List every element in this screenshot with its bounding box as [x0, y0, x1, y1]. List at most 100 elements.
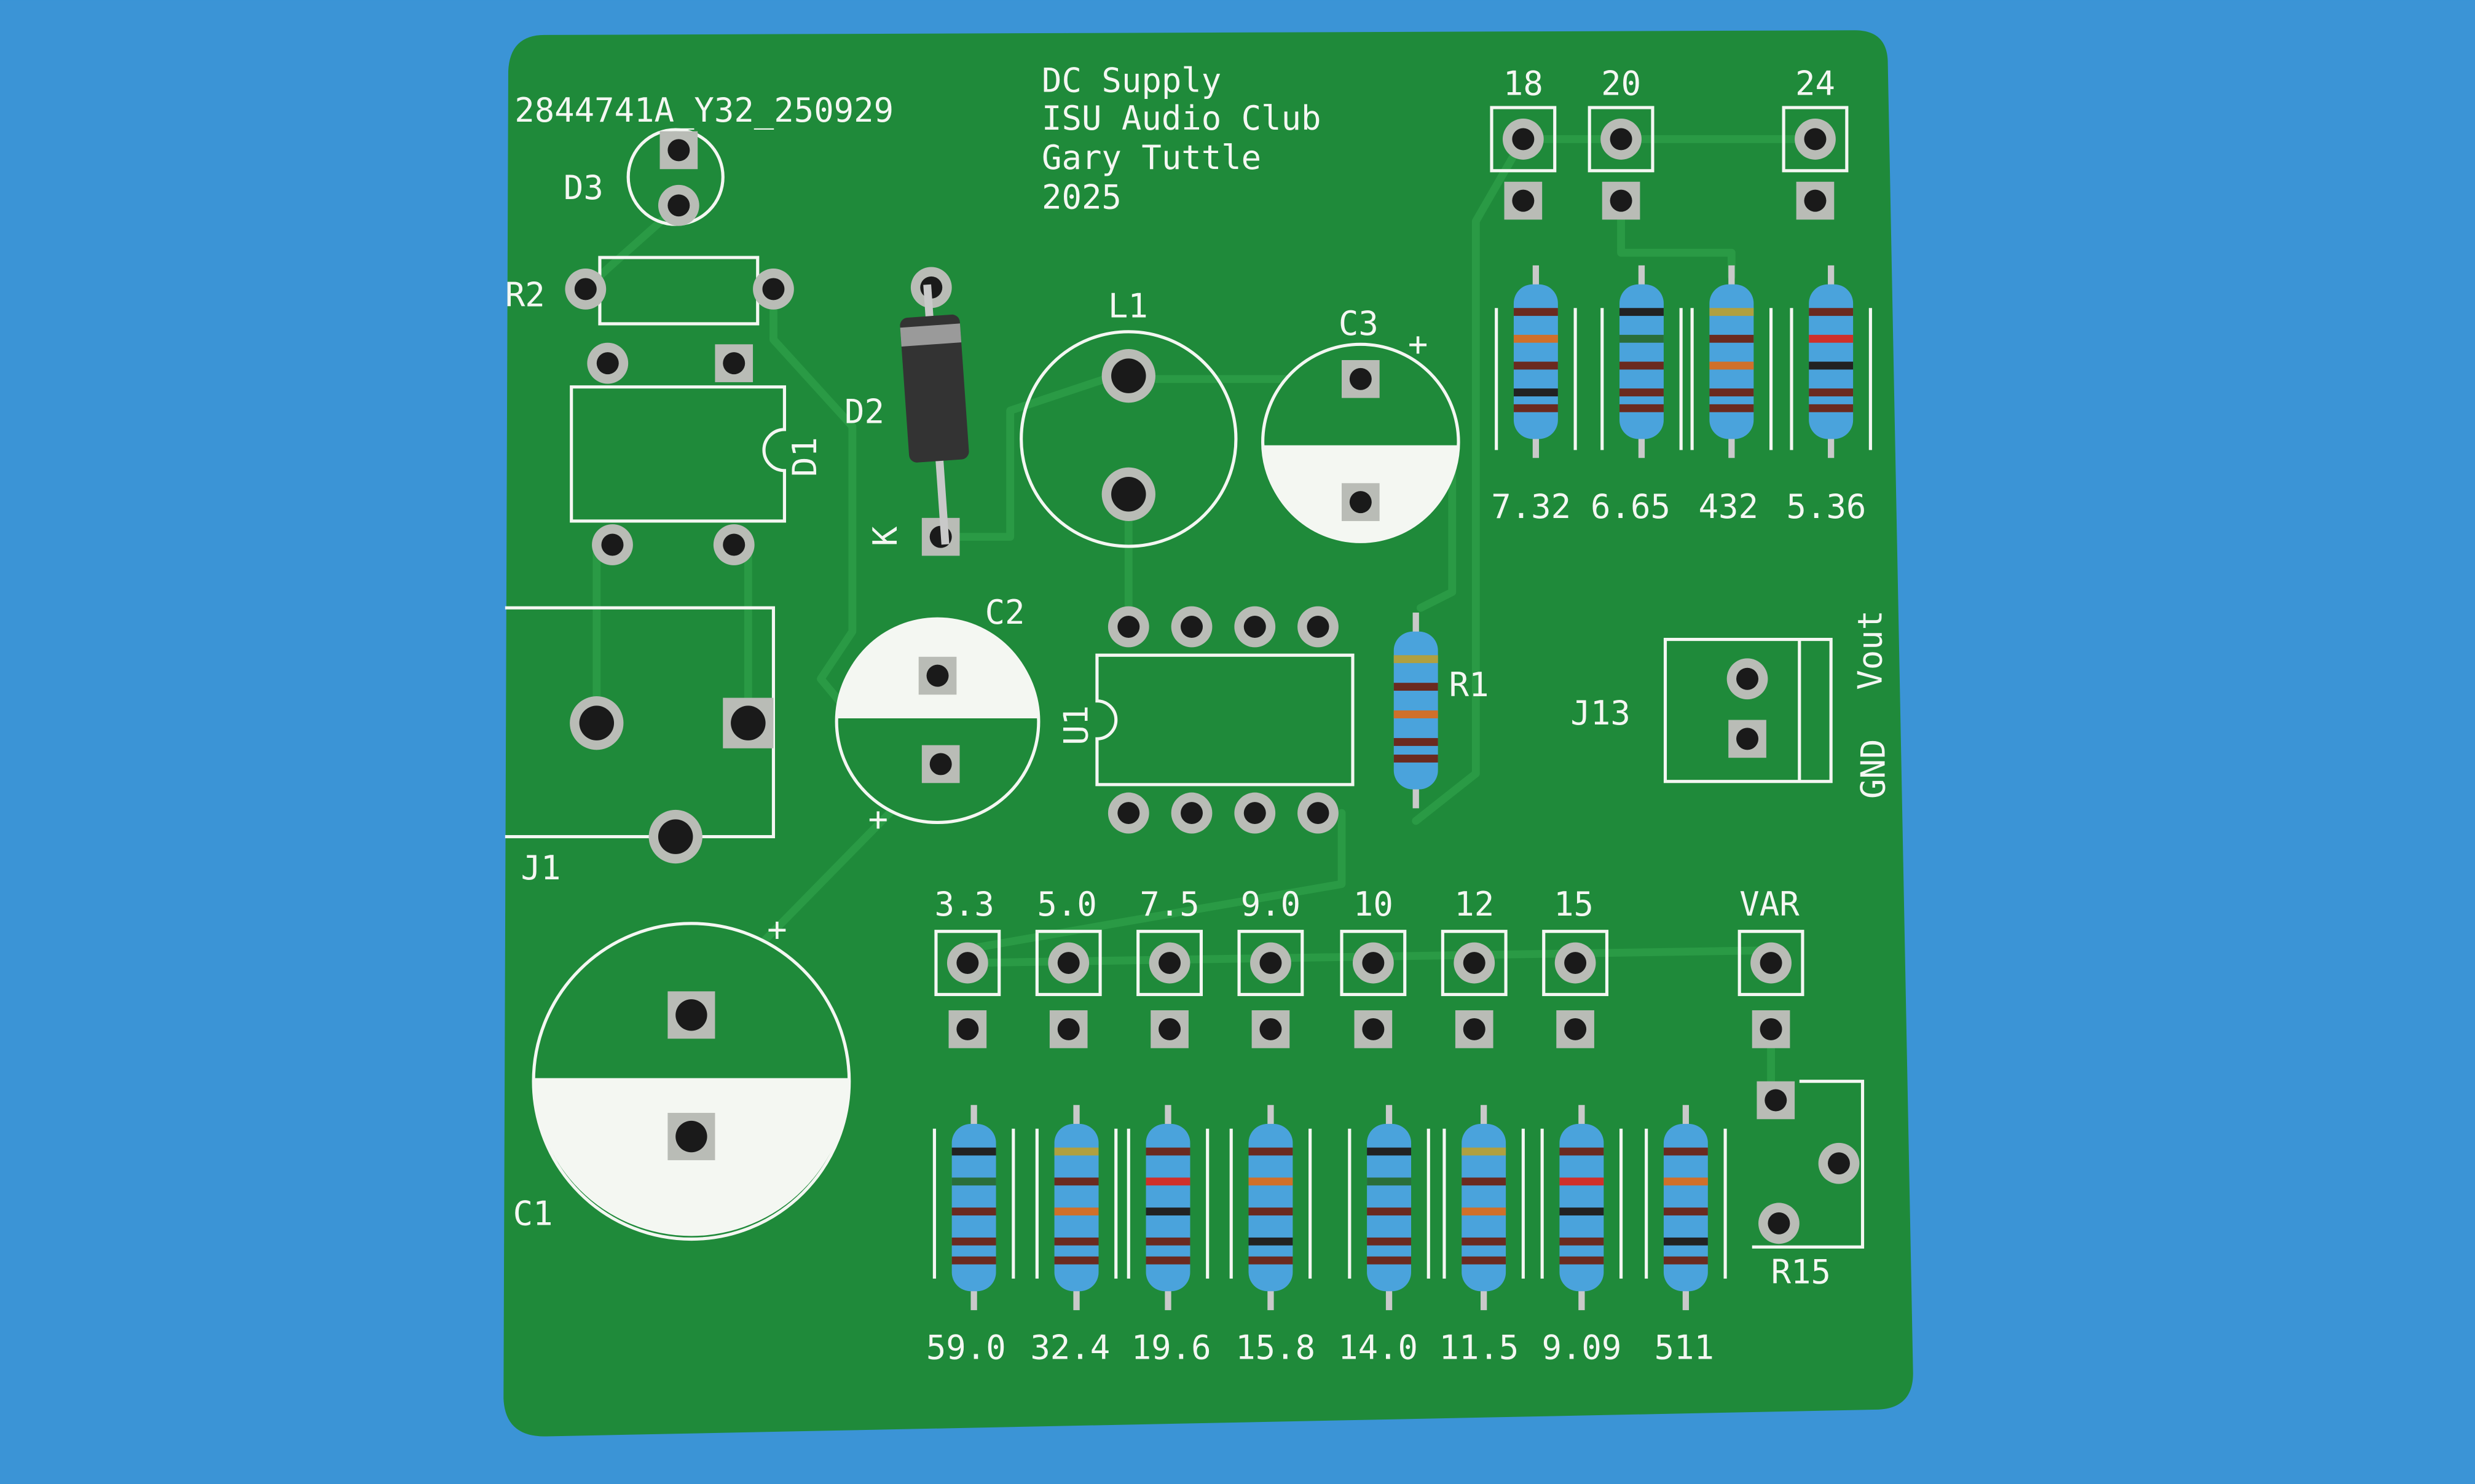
ref-j13: J13 — [1570, 694, 1630, 732]
resistor — [1248, 1105, 1293, 1311]
ref-r1: R1 — [1449, 665, 1489, 704]
resistor-outline — [1229, 1128, 1312, 1279]
solder-pad — [1728, 720, 1766, 758]
j13-pin-gnd: GND — [1854, 739, 1892, 799]
resistor — [1619, 265, 1664, 458]
ref-r2: R2 — [505, 276, 545, 315]
header-outline — [1136, 930, 1203, 996]
solder-pad — [921, 745, 960, 783]
solder-pad — [565, 269, 607, 310]
resistor-value-label: 7.32 — [1491, 487, 1571, 526]
solder-pad — [1234, 792, 1276, 834]
ref-c3: C3 — [1339, 304, 1379, 343]
solder-pad — [1726, 658, 1768, 700]
solder-pad — [946, 942, 988, 984]
solder-pad — [1796, 181, 1835, 220]
solder-pad — [1818, 1142, 1860, 1184]
resistor-outline — [1790, 308, 1872, 450]
solder-pad — [1757, 1081, 1795, 1120]
solder-pad — [592, 524, 633, 565]
solder-pad — [1297, 606, 1339, 648]
resistor — [1809, 265, 1854, 458]
header-outline — [1490, 106, 1557, 173]
solder-pad — [715, 344, 754, 382]
voltage-label: 12 — [1454, 885, 1494, 924]
ref-d3: D3 — [564, 168, 604, 207]
resistor-outline — [1690, 308, 1773, 450]
resistor-outline — [1442, 1128, 1525, 1279]
resistor-value-label: 511 — [1655, 1329, 1714, 1367]
solder-pad — [1101, 467, 1155, 521]
solder-pad — [1750, 942, 1792, 984]
voltage-label: 5.0 — [1037, 885, 1096, 924]
solder-pad — [948, 1010, 987, 1048]
resistor-outline — [932, 1128, 1015, 1279]
resistor — [1559, 1105, 1604, 1311]
capacitor-c2 — [835, 617, 1041, 825]
solder-pad — [1250, 942, 1291, 984]
voltage-label: 10 — [1353, 885, 1393, 924]
solder-pad — [1234, 606, 1276, 648]
silkscreen-text: 2844741A_Y32_250929 DC Supply ISU Audio … — [505, 61, 1893, 1291]
header-label: 24 — [1795, 65, 1835, 103]
resistor-outline — [1645, 1128, 1727, 1279]
solder-pad — [1758, 1203, 1800, 1244]
resistor-value-label: 5.36 — [1787, 487, 1867, 526]
solder-pad — [1297, 792, 1339, 834]
solder-pad — [1602, 181, 1640, 220]
solder-pad — [713, 524, 755, 565]
header-outline — [934, 930, 1001, 996]
header-outline — [1340, 930, 1407, 996]
ref-c2: C2 — [985, 593, 1025, 632]
solder-pad — [1554, 942, 1596, 984]
resistor-value-label: 6.65 — [1591, 487, 1670, 526]
resistor-value-label: 32.4 — [1030, 1329, 1110, 1367]
polarity-plus: + — [767, 910, 787, 949]
solder-pad — [659, 131, 698, 170]
ref-u1: U1 — [1057, 705, 1096, 745]
solder-pad — [1342, 359, 1380, 398]
solder-pad — [667, 1113, 715, 1161]
solder-pad — [1795, 119, 1836, 160]
solder-pad — [1049, 1010, 1088, 1048]
resistor — [1367, 1105, 1412, 1311]
solder-pad — [723, 697, 774, 748]
header-outline — [1542, 930, 1609, 996]
title-line: 2025 — [1042, 178, 1122, 216]
resistor — [1146, 1105, 1190, 1311]
solder-pad — [1504, 181, 1543, 220]
capacitor-c1 — [532, 922, 851, 1241]
ref-d2: D2 — [844, 393, 884, 431]
resistor-outline — [1495, 308, 1577, 450]
solder-pad — [667, 991, 715, 1039]
solder-pad — [1752, 1010, 1790, 1048]
solder-pad — [1502, 119, 1544, 160]
header-outline — [1782, 106, 1849, 173]
board-serial: 2844741A_Y32_250929 — [514, 91, 894, 130]
resistor — [1663, 1105, 1708, 1311]
voltage-label: 7.5 — [1139, 885, 1199, 924]
title-line: DC Supply — [1042, 61, 1221, 100]
components — [932, 265, 1872, 1311]
solder-pad — [1171, 606, 1213, 648]
solder-pad — [1556, 1010, 1594, 1048]
solder-pads — [565, 106, 1860, 1244]
solder-pad — [1342, 483, 1380, 521]
voltage-label: 15 — [1554, 885, 1594, 924]
solder-pad — [1352, 942, 1394, 984]
solder-pad — [753, 269, 794, 310]
resistor-value-label: 15.8 — [1235, 1329, 1315, 1367]
solder-pad — [1455, 1010, 1493, 1048]
ref-c1: C1 — [513, 1194, 553, 1233]
solder-pad — [1048, 942, 1090, 984]
ref-d1: D1 — [785, 437, 824, 477]
solder-pad — [1171, 792, 1213, 834]
solder-pad — [570, 696, 624, 750]
header-outline — [1035, 930, 1102, 996]
voltage-label: 9.0 — [1241, 885, 1300, 924]
resistor — [1393, 612, 1438, 809]
solder-pad — [587, 342, 629, 384]
resistor-value-label: 59.0 — [926, 1329, 1006, 1367]
solder-pad — [1101, 349, 1155, 403]
